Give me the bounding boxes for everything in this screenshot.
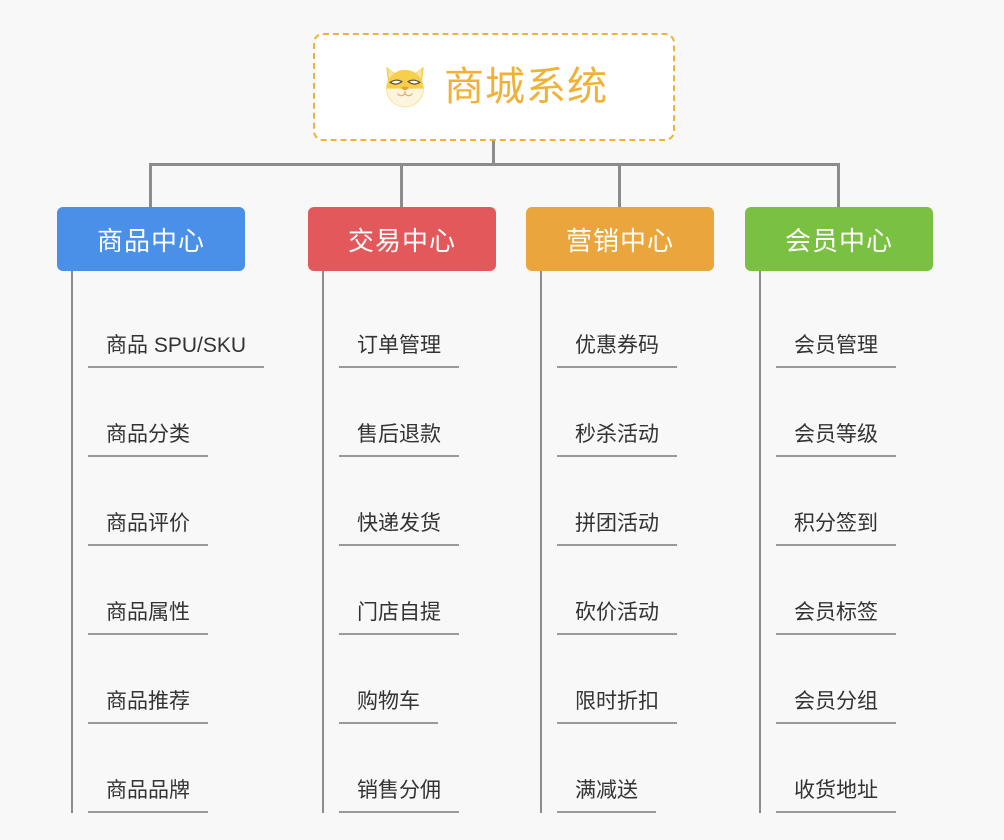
root-node[interactable]: 商城系统 [313, 33, 675, 141]
list-item[interactable]: 会员管理 [776, 279, 933, 368]
leaf-label: 会员标签 [776, 598, 896, 635]
leaf-label: 商品 SPU/SKU [88, 331, 265, 368]
list-item[interactable]: 快递发货 [339, 457, 496, 546]
list-item[interactable]: 秒杀活动 [557, 368, 714, 457]
leaf-label: 商品分类 [88, 420, 208, 457]
list-item[interactable]: 会员等级 [776, 368, 933, 457]
leaf-label: 商品推荐 [88, 687, 208, 724]
leaf-label: 收货地址 [776, 776, 896, 813]
connector-drop-2 [400, 163, 403, 207]
list-item[interactable]: 售后退款 [339, 368, 496, 457]
leaf-label: 售后退款 [339, 420, 459, 457]
leaf-label: 商品品牌 [88, 776, 208, 813]
list-item[interactable]: 优惠券码 [557, 279, 714, 368]
category-label: 交易中心 [347, 225, 456, 256]
leaf-list-trade: 订单管理 售后退款 快递发货 门店自提 购物车 销售分佣 [322, 271, 496, 813]
leaf-label: 拼团活动 [557, 509, 677, 546]
category-box-member[interactable]: 会员中心 [745, 207, 933, 271]
list-item[interactable]: 门店自提 [339, 546, 496, 635]
list-item[interactable]: 购物车 [339, 635, 496, 724]
leaf-label: 会员等级 [776, 420, 896, 457]
category-column-trade: 交易中心 订单管理 售后退款 快递发货 门店自提 购物车 销售分佣 [308, 207, 496, 813]
category-label: 营销中心 [565, 225, 674, 256]
list-item[interactable]: 会员分组 [776, 635, 933, 724]
connector-stem [492, 141, 495, 165]
leaf-label: 会员管理 [776, 331, 896, 368]
leaf-label: 满减送 [557, 776, 656, 813]
list-item[interactable]: 订单管理 [339, 279, 496, 368]
category-label: 会员中心 [784, 225, 893, 256]
leaf-label: 商品属性 [88, 598, 208, 635]
category-column-product: 商品中心 商品 SPU/SKU 商品分类 商品评价 商品属性 商品推荐 商品品牌 [57, 207, 265, 813]
list-item[interactable]: 积分签到 [776, 457, 933, 546]
leaf-label: 砍价活动 [557, 598, 677, 635]
leaf-label: 积分签到 [776, 509, 896, 546]
leaf-label: 销售分佣 [339, 776, 459, 813]
leaf-label: 快递发货 [339, 509, 459, 546]
category-columns: 商品中心 商品 SPU/SKU 商品分类 商品评价 商品属性 商品推荐 商品品牌… [0, 207, 1004, 840]
list-item[interactable]: 满减送 [557, 724, 714, 813]
list-item[interactable]: 砍价活动 [557, 546, 714, 635]
list-item[interactable]: 商品评价 [88, 457, 245, 546]
leaf-label: 门店自提 [339, 598, 459, 635]
connector-drop-4 [837, 163, 840, 207]
root-title: 商城系统 [444, 65, 608, 109]
leaf-label: 购物车 [339, 687, 438, 724]
leaf-list-marketing: 优惠券码 秒杀活动 拼团活动 砍价活动 限时折扣 满减送 [540, 271, 714, 813]
list-item[interactable]: 商品品牌 [88, 724, 245, 813]
leaf-label: 秒杀活动 [557, 420, 677, 457]
list-item[interactable]: 商品分类 [88, 368, 245, 457]
list-item[interactable]: 商品属性 [88, 546, 245, 635]
leaf-label: 订单管理 [339, 331, 459, 368]
category-box-trade[interactable]: 交易中心 [308, 207, 496, 271]
leaf-label: 限时折扣 [557, 687, 677, 724]
list-item[interactable]: 限时折扣 [557, 635, 714, 724]
leaf-list-member: 会员管理 会员等级 积分签到 会员标签 会员分组 收货地址 [759, 271, 933, 813]
list-item[interactable]: 拼团活动 [557, 457, 714, 546]
leaf-label: 会员分组 [776, 687, 896, 724]
connector-drop-1 [149, 163, 152, 207]
leaf-label: 优惠券码 [557, 331, 677, 368]
category-box-marketing[interactable]: 营销中心 [526, 207, 714, 271]
shiba-dog-icon [386, 66, 424, 108]
list-item[interactable]: 商品 SPU/SKU [88, 279, 265, 368]
leaf-list-product: 商品 SPU/SKU 商品分类 商品评价 商品属性 商品推荐 商品品牌 [71, 271, 265, 813]
list-item[interactable]: 收货地址 [776, 724, 933, 813]
category-column-marketing: 营销中心 优惠券码 秒杀活动 拼团活动 砍价活动 限时折扣 满减送 [526, 207, 714, 813]
category-label: 商品中心 [96, 225, 205, 256]
category-column-member: 会员中心 会员管理 会员等级 积分签到 会员标签 会员分组 收货地址 [745, 207, 933, 813]
category-box-product[interactable]: 商品中心 [57, 207, 245, 271]
list-item[interactable]: 销售分佣 [339, 724, 496, 813]
connector-bus [149, 163, 840, 166]
connector-drop-3 [618, 163, 621, 207]
list-item[interactable]: 会员标签 [776, 546, 933, 635]
list-item[interactable]: 商品推荐 [88, 635, 245, 724]
leaf-label: 商品评价 [88, 509, 208, 546]
